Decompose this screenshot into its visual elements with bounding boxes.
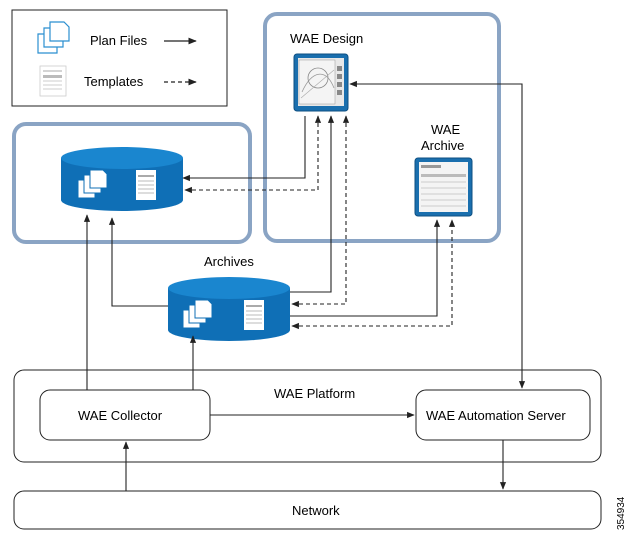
arrow-archives-to-repository <box>108 217 168 307</box>
plan-files-icon <box>77 169 108 199</box>
archives-label: Archives <box>204 254 254 269</box>
wae-design-label: WAE Design <box>290 31 363 46</box>
template-doc-icon <box>39 65 67 97</box>
template-doc-icon <box>136 170 156 200</box>
arrow-design-automation <box>349 80 526 389</box>
legend-templates-label: Templates <box>84 74 144 89</box>
legend: Plan Files Templates <box>11 9 228 107</box>
plan-files-icon <box>37 21 70 54</box>
monitor-icon <box>414 157 473 217</box>
network-label: Network <box>292 503 340 518</box>
template-doc-icon <box>244 300 264 330</box>
legend-plan-files-label: Plan Files <box>90 33 148 48</box>
wae-collector-label: WAE Collector <box>78 408 163 423</box>
wae-archive-label-line2: Archive <box>421 138 464 153</box>
database-icon <box>61 147 183 211</box>
plan-files-icon <box>182 299 213 329</box>
database-icon <box>168 277 290 341</box>
wae-archive-label-line1: WAE <box>431 122 460 137</box>
wae-automation-server-label: WAE Automation Server <box>426 408 566 423</box>
template-connectors <box>184 115 456 330</box>
figure-id: 354934 <box>616 496 627 530</box>
network-box <box>13 490 602 530</box>
wae-platform-label: WAE Platform <box>274 386 355 401</box>
monitor-icon <box>293 53 349 112</box>
